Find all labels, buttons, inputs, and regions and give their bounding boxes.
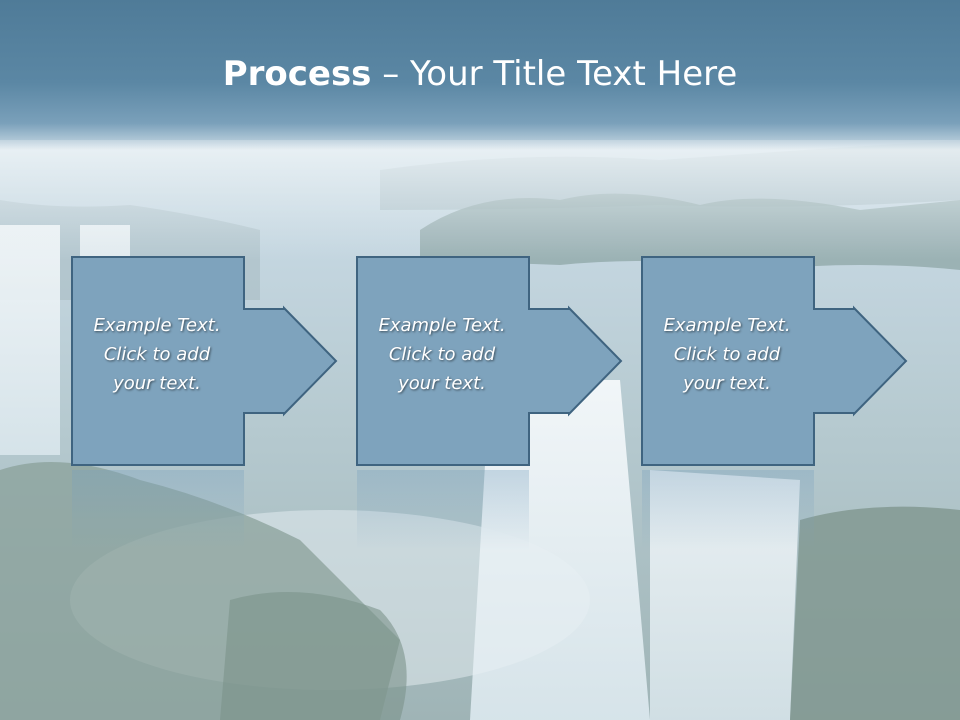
step-reflection: [357, 470, 529, 550]
step-reflection: [72, 470, 244, 550]
step-text: Example Text. Click to add your text.: [356, 311, 528, 398]
step-line-3: your text.: [113, 373, 201, 394]
process-step-3[interactable]: Example Text. Click to add your text.: [641, 256, 911, 468]
arrow-box-shape: [356, 256, 623, 466]
arrow-box-shape: [71, 256, 338, 466]
step-reflection: [642, 470, 814, 550]
step-line-3: your text.: [398, 373, 486, 394]
step-line-1: Example Text.: [93, 315, 221, 336]
title-rest: – Your Title Text Here: [371, 54, 738, 94]
step-text: Example Text. Click to add your text.: [641, 311, 813, 398]
step-line-2: Click to add: [103, 344, 211, 365]
step-line-2: Click to add: [388, 344, 496, 365]
step-text: Example Text. Click to add your text.: [71, 311, 243, 398]
step-line-2: Click to add: [673, 344, 781, 365]
step-line-1: Example Text.: [378, 315, 506, 336]
title-band: [0, 0, 960, 150]
title-bold: Process: [222, 54, 372, 94]
slide-title[interactable]: Process – Your Title Text Here: [0, 52, 960, 96]
arrow-box-shape: [641, 256, 908, 466]
process-step-1[interactable]: Example Text. Click to add your text.: [71, 256, 341, 468]
step-line-3: your text.: [683, 373, 771, 394]
process-step-2[interactable]: Example Text. Click to add your text.: [356, 256, 626, 468]
step-line-1: Example Text.: [663, 315, 791, 336]
